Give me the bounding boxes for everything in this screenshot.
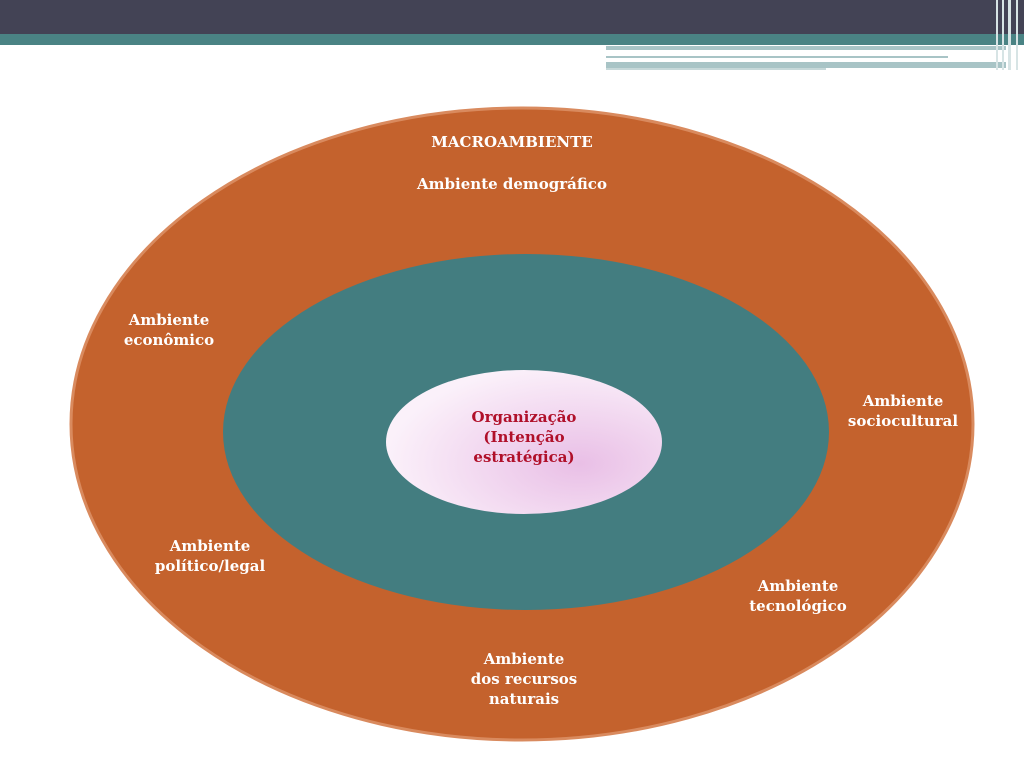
- label-ambiente-politico-legal: Ambiente político/legal: [154, 537, 266, 575]
- title-macroambiente: MACROAMBIENTE: [431, 133, 593, 151]
- core-organization: [386, 370, 662, 514]
- label-ambiente-tecnologico: Ambiente tecnológico: [749, 577, 847, 615]
- header-decor-line: [606, 62, 1006, 68]
- header-decor-line: [606, 68, 826, 70]
- label-ambiente-economico: Ambiente econômico: [123, 311, 215, 349]
- header-accent-bar: [0, 34, 1024, 45]
- corner-stripes: [992, 0, 1024, 70]
- header-bar: [0, 0, 1024, 34]
- label-ambiente-demografico: Ambiente demográfico: [417, 175, 607, 193]
- header-decor-line: [606, 56, 948, 58]
- label-organizacao: Organização (Intenção estratégica): [471, 408, 577, 466]
- header-decor-line: [606, 46, 1006, 50]
- label-ambiente-sociocultural: Ambiente sociocultural: [847, 392, 959, 430]
- label-ambiente-recursos-naturais: Ambiente dos recursos naturais: [470, 650, 578, 708]
